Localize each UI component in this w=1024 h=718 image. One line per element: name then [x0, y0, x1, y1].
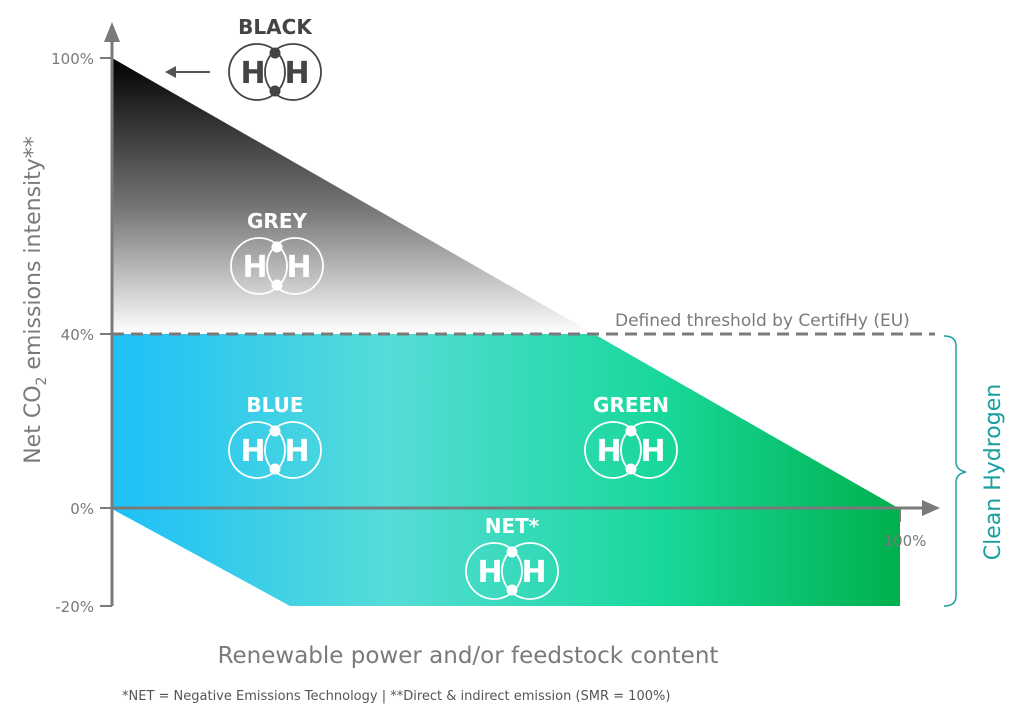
electron-dot-icon [625, 425, 637, 437]
electron-dot-icon [506, 546, 518, 558]
atom-circle [264, 421, 322, 479]
atom-h: H [284, 434, 309, 469]
molecule-label: GREY [247, 209, 307, 233]
clean-hydrogen-label: Clean Hydrogen [981, 384, 1006, 560]
atom-h: H [640, 434, 665, 469]
atom-h: H [240, 56, 265, 91]
atom-circle [228, 43, 286, 101]
electron-dot-icon [271, 241, 283, 253]
footnote: *NET = Negative Emissions Technology | *… [122, 689, 670, 704]
atom-h: H [596, 434, 621, 469]
x-axis-label: Renewable power and/or feedstock content [218, 643, 719, 669]
electron-dot-icon [269, 85, 281, 97]
clean-area [112, 334, 900, 606]
atom-circle [501, 542, 559, 600]
electron-dot-icon [506, 584, 518, 596]
electron-dot-icon [625, 463, 637, 475]
electron-dot-icon [269, 463, 281, 475]
atom-circle [230, 237, 288, 295]
atom-h: H [477, 555, 502, 590]
molecule-net: NET* H H [465, 514, 559, 600]
molecule-label: BLUE [246, 393, 303, 417]
x-tick-100: 100% [884, 532, 927, 550]
molecule-label: BLACK [238, 15, 313, 39]
atom-circle [264, 43, 322, 101]
atom-circle [620, 421, 678, 479]
atom-h: H [242, 250, 267, 285]
atom-h: H [286, 250, 311, 285]
y-tick-100: 100% [51, 50, 94, 68]
atom-h: H [284, 56, 309, 91]
atom-circle [266, 237, 324, 295]
atom-circle [584, 421, 642, 479]
y-tick-minus20: -20% [55, 598, 94, 616]
molecule-label: NET* [485, 514, 540, 538]
molecule-blue: BLUE H H [228, 393, 322, 479]
y-axis-label: Net CO2 emissions intensity** [21, 136, 50, 464]
arrow-left-icon [165, 66, 176, 78]
molecule-black: BLACK H H [228, 15, 322, 101]
atom-h: H [521, 555, 546, 590]
grey-area [112, 58, 594, 334]
x-axis-arrow-icon [922, 500, 940, 516]
y-axis-arrow-icon [104, 22, 120, 42]
atom-circle [465, 542, 523, 600]
electron-dot-icon [269, 425, 281, 437]
molecule-grey: GREY H H [230, 209, 324, 295]
y-tick-40: 40% [61, 326, 94, 344]
electron-dot-icon [271, 279, 283, 291]
molecule-label: GREEN [593, 393, 669, 417]
molecule-green: GREEN H H [584, 393, 678, 479]
y-tick-0: 0% [70, 500, 94, 518]
atom-circle [228, 421, 286, 479]
electron-dot-icon [269, 47, 281, 59]
clean-hydrogen-bracket [943, 335, 967, 607]
threshold-label: Defined threshold by CertifHy (EU) [615, 311, 910, 331]
atom-h: H [240, 434, 265, 469]
